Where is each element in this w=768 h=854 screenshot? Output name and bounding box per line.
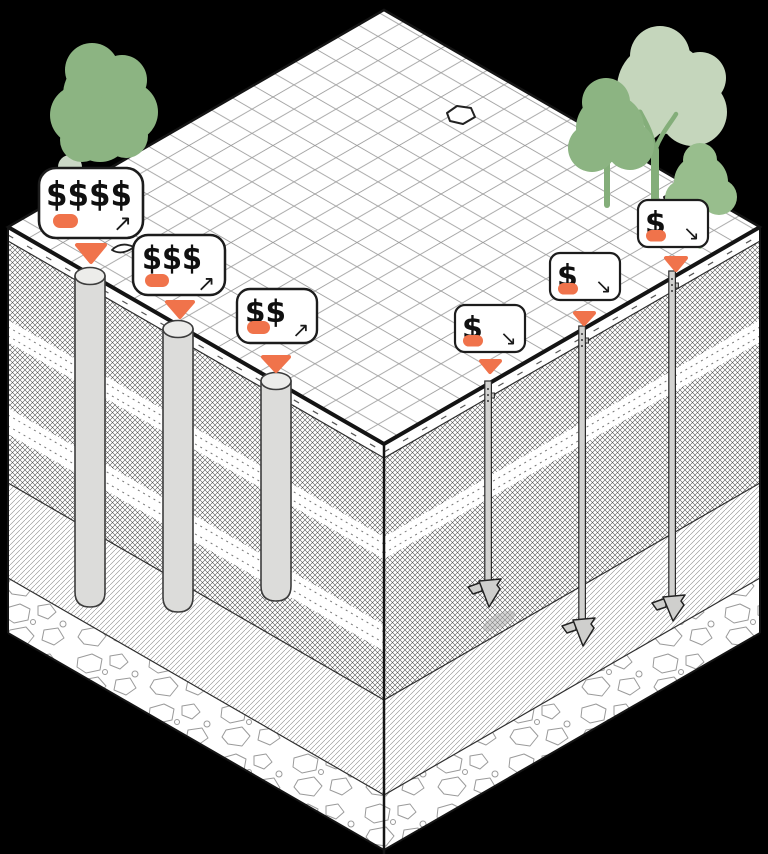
concrete-pile-3 — [260, 371, 292, 602]
price-label: $$$$ — [46, 175, 132, 215]
anchors — [467, 270, 686, 647]
price-tag-pile-1: $$$$ ↗ — [37, 166, 145, 240]
price-pill-icon — [145, 274, 169, 287]
trend-up-icon: ↗ — [292, 318, 310, 342]
anchor-holes — [487, 388, 489, 402]
trend-up-icon: ↗ — [113, 211, 132, 237]
trend-up-icon: ↗ — [197, 272, 215, 297]
price-pill-icon — [247, 321, 270, 334]
marker-triangle-icon — [664, 256, 688, 272]
concrete-pile-1 — [74, 266, 106, 608]
marker-triangle-icon — [573, 311, 596, 326]
right-tree-large — [604, 26, 727, 236]
price-label: $$$ — [142, 239, 202, 277]
trend-down-icon: ↘ — [595, 274, 612, 298]
price-tag-pile-3: $$ ↗ — [235, 287, 319, 345]
anchor-bracket — [674, 282, 679, 289]
ground-anchor-3 — [651, 270, 686, 622]
left-bedrock-layer — [8, 578, 384, 850]
right-tree-medium — [568, 78, 654, 208]
price-pill-icon — [646, 230, 666, 242]
price-tag-anchor-3: $ ↘ — [636, 198, 710, 249]
right-stiff-soil-layer — [384, 483, 760, 795]
price-tag-pile-2: $$$ ↗ — [131, 233, 227, 297]
anchor-bracket — [490, 392, 495, 399]
right-stratum-band-upper — [383, 320, 761, 559]
trend-down-icon: ↘ — [500, 326, 517, 350]
price-tags: $$$$ ↗ $$$ ↗ $$ ↗ $ ↘ $ ↘ — [37, 166, 710, 354]
anchor-holes — [671, 278, 673, 292]
price-pill-icon — [558, 283, 578, 295]
price-pill-icon — [53, 214, 78, 228]
right-bedrock-layer — [384, 578, 760, 850]
trend-down-icon: ↘ — [683, 221, 700, 245]
ground-anchor-2 — [561, 325, 596, 647]
marker-triangle-icon — [261, 355, 291, 373]
trees — [50, 26, 737, 249]
price-tag-anchor-2: $ ↘ — [548, 251, 622, 302]
anchor-bracket — [584, 337, 589, 344]
price-tag-anchor-1: $ ↘ — [453, 303, 527, 354]
concrete-pile-2 — [162, 319, 194, 613]
marker-triangle-icon — [75, 243, 107, 264]
marker-triangle-icon — [165, 300, 195, 319]
left-tree — [50, 43, 158, 179]
anchor-holes — [581, 333, 583, 347]
marker-triangle-icon — [479, 359, 502, 374]
ground-anchor-1 — [467, 380, 502, 608]
markers — [75, 243, 688, 374]
rock-icon — [446, 105, 476, 125]
anchor-shadow — [482, 610, 516, 632]
price-pill-icon — [463, 335, 483, 347]
piles — [74, 266, 292, 613]
